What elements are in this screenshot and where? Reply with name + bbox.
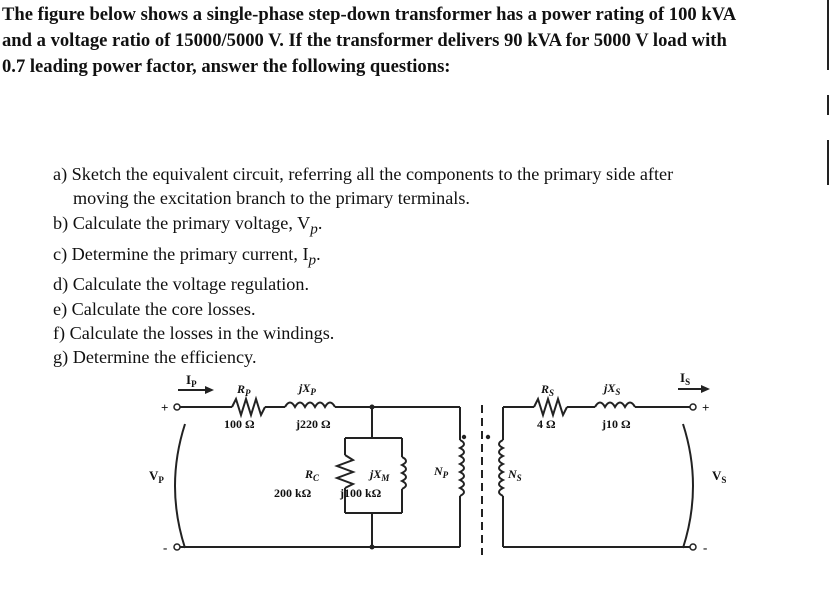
page-edge-line (827, 0, 829, 70)
primary-reactance (284, 401, 336, 410)
primary-resistor (231, 395, 266, 419)
secondary-current-label: IS (680, 370, 690, 387)
secondary-reactance (594, 401, 636, 410)
statement-line-3: 0.7 leading power factor, answer the fol… (2, 56, 451, 77)
statement-line-2: and a voltage ratio of 15000/5000 V. If … (2, 30, 727, 51)
problem-statement: The figure below shows a single-phase st… (2, 2, 824, 80)
question-list: a) Sketch the equivalent circuit, referr… (53, 162, 673, 370)
rp-value: 100 Ω (224, 417, 255, 431)
xm-value: j100 kΩ (339, 486, 382, 500)
rs-value: 4 Ω (537, 417, 556, 431)
statement-line-1: The figure below shows a single-phase st… (2, 4, 737, 25)
question-e: e) Calculate the core losses. (53, 298, 256, 319)
secondary-minus-terminal (689, 543, 697, 551)
primary-current-label: IP (186, 372, 197, 389)
primary-plus-sign: + (161, 400, 168, 415)
primary-minus-sign: - (163, 540, 167, 555)
primary-voltage-bracket (174, 423, 186, 549)
magnetizing-reactance (399, 456, 407, 490)
secondary-resistor (533, 395, 568, 419)
question-a: a) Sketch the equivalent circuit, referr… (53, 164, 674, 184)
secondary-voltage-label: VS (712, 468, 726, 485)
secondary-plus-terminal (689, 403, 697, 411)
secondary-voltage-bracket (682, 423, 694, 549)
transformer-equivalent-circuit: IP RP 100 Ω jXP j220 Ω RC 200 kΩ jXM j10… (149, 370, 726, 555)
primary-current-arrowhead (205, 386, 214, 394)
primary-plus-terminal (173, 403, 181, 411)
secondary-minus-sign: - (703, 540, 707, 555)
page-edge-line (827, 140, 829, 185)
xp-label: jXP (297, 381, 316, 397)
xm-label: jXM (368, 467, 390, 483)
xp-value: j220 Ω (295, 417, 331, 431)
primary-minus-terminal (173, 543, 181, 551)
secondary-winding (498, 439, 506, 497)
question-g: g) Determine the efficiency. (53, 347, 257, 368)
question-a-continued: moving the excitation branch to the prim… (73, 188, 470, 209)
secondary-current-arrowhead (701, 385, 710, 393)
secondary-polarity-dot (485, 434, 491, 440)
question-b: b) Calculate the primary voltage, Vp. (53, 212, 323, 238)
xs-value: j10 Ω (601, 417, 631, 431)
primary-winding (457, 439, 465, 497)
question-f: f) Calculate the losses in the windings. (53, 323, 335, 344)
xs-label: jXS (602, 381, 620, 397)
secondary-plus-sign: + (702, 400, 709, 415)
primary-voltage-label: VP (149, 468, 164, 485)
rp-label: RP (236, 382, 251, 398)
primary-polarity-dot (461, 434, 467, 440)
question-c: c) Determine the primary current, Ip. (53, 243, 321, 269)
core-resistor (334, 454, 356, 489)
np-label: NP (433, 464, 449, 480)
rs-label: RS (540, 382, 554, 398)
rc-label: RC (304, 467, 320, 483)
ns-label: NS (507, 467, 522, 483)
page-edge-line (827, 95, 829, 115)
question-d: d) Calculate the voltage regulation. (53, 274, 310, 295)
rc-value: 200 kΩ (274, 486, 312, 500)
